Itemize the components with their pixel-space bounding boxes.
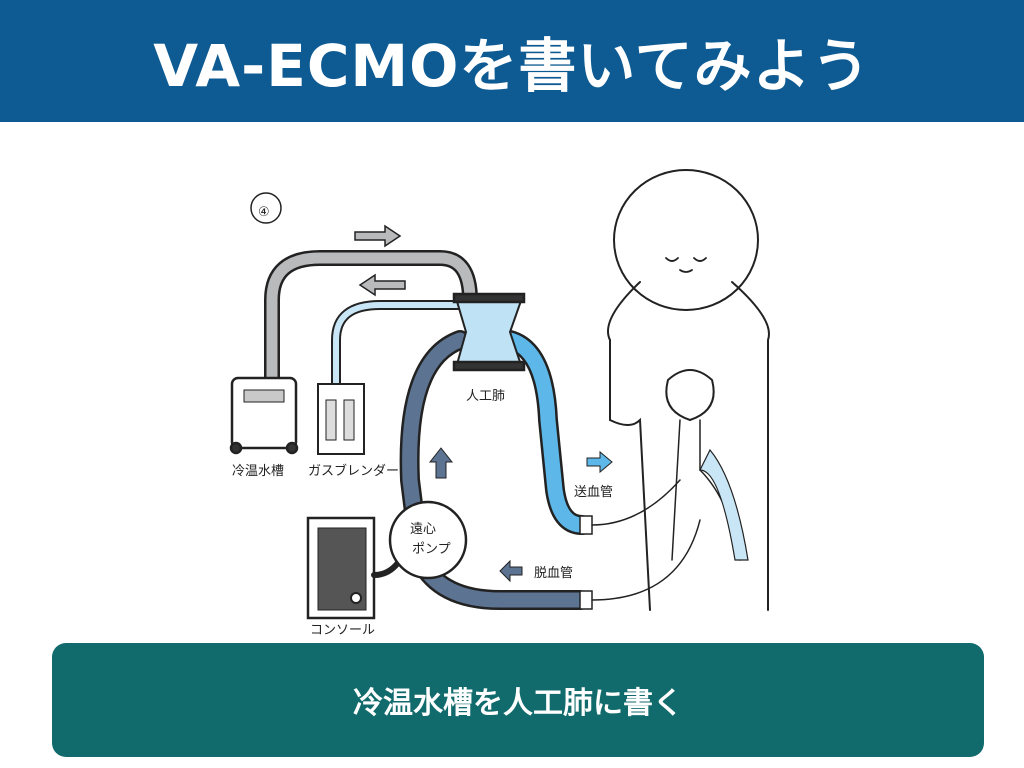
label-water-tank: 冷温水槽 bbox=[232, 464, 284, 479]
label-oxygenator: 人工肺 bbox=[466, 389, 505, 404]
centrifugal-pump bbox=[388, 500, 468, 580]
patient-figure bbox=[607, 169, 770, 611]
label-console: コンソール bbox=[310, 623, 375, 638]
water-tank bbox=[230, 376, 298, 450]
label-pump-2: ポンプ bbox=[412, 542, 451, 557]
caption-box: 冷温水槽を人工肺に書く bbox=[52, 643, 984, 757]
caption-text: 冷温水槽を人工肺に書く bbox=[353, 686, 683, 721]
arrow-right-blue-icon bbox=[586, 450, 613, 474]
arrow-up-icon bbox=[428, 447, 454, 479]
arrow-left-icon bbox=[358, 273, 406, 297]
arrow-left-dark-icon bbox=[499, 559, 523, 583]
label-return-cannula: 送血管 bbox=[574, 485, 613, 500]
step-circle bbox=[250, 192, 282, 224]
label-drain-cannula: 脱血管 bbox=[534, 566, 573, 581]
ecmo-illustration: ④ 人工肺 冷温水槽 ガスブレンダー 遠心 ポンプ コンソール 送血管 脱血管 bbox=[229, 169, 770, 638]
label-gas-blender: ガスブレンダー bbox=[308, 463, 399, 479]
arrow-right-icon bbox=[354, 224, 402, 248]
page-title: VA-ECMOを書いてみよう bbox=[153, 32, 871, 100]
step-number: ④ bbox=[258, 205, 270, 220]
header-bar: VA-ECMOを書いてみよう bbox=[0, 0, 1024, 122]
label-pump-1: 遠心 bbox=[410, 522, 436, 537]
gas-blender bbox=[317, 383, 365, 455]
